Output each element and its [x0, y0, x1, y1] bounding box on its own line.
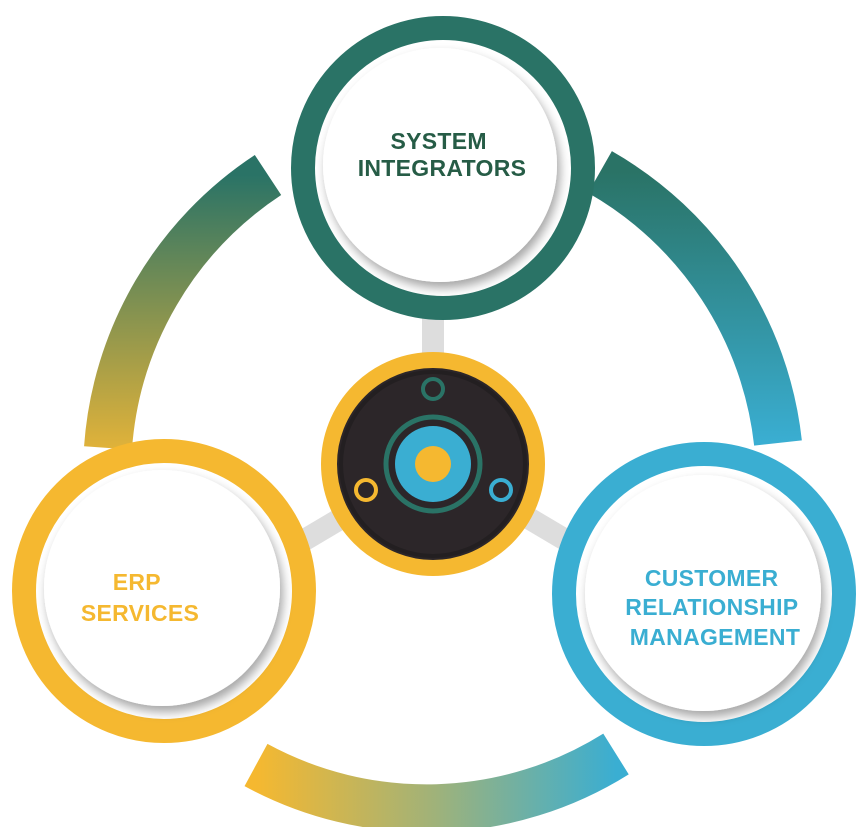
node-erp-services[interactable]: ERP SERVICES	[12, 439, 316, 743]
node-label-line2: INTEGRATORS	[358, 155, 527, 181]
hub-dot-left	[354, 478, 378, 502]
hub-dark-rim	[339, 370, 527, 558]
svg-text:SYSTEM INTEGRATORS: SYSTEM INTEGRATORS	[358, 128, 527, 181]
node-crm[interactable]: CUSTOMER RELATIONSHIP MANAGEMENT	[552, 442, 856, 746]
node-label-line3: MANAGEMENT	[630, 624, 800, 650]
center-hub	[321, 352, 545, 576]
hub-dot-top	[421, 377, 445, 401]
svg-text:CUSTOMER RELATIONSHIP: CUSTOMER RELATIONSHIP MANAGEMENT	[625, 565, 804, 650]
node-inner-disc	[585, 475, 821, 711]
node-label-line1: SYSTEM	[390, 128, 486, 154]
node-label-line2: RELATIONSHIP	[625, 594, 798, 620]
ring-arc-left	[84, 154, 282, 450]
ring-arc-bottom	[244, 733, 629, 827]
svg-text:ERP SERVICES: ERP SERVICES	[81, 569, 199, 626]
node-label-line1: ERP	[113, 569, 161, 595]
node-system-integrators[interactable]: SYSTEM INTEGRATORS	[291, 16, 595, 320]
node-label-line1: CUSTOMER	[645, 565, 779, 591]
hub-core-ring	[383, 414, 483, 514]
node-inner-disc	[323, 48, 557, 282]
node-inner-disc	[44, 470, 280, 706]
node-label-line2: SERVICES	[81, 600, 199, 626]
outer-ring	[84, 151, 802, 827]
hub-dot-right	[489, 478, 513, 502]
hub-core-center	[415, 446, 451, 482]
ring-arc-right	[587, 151, 802, 446]
